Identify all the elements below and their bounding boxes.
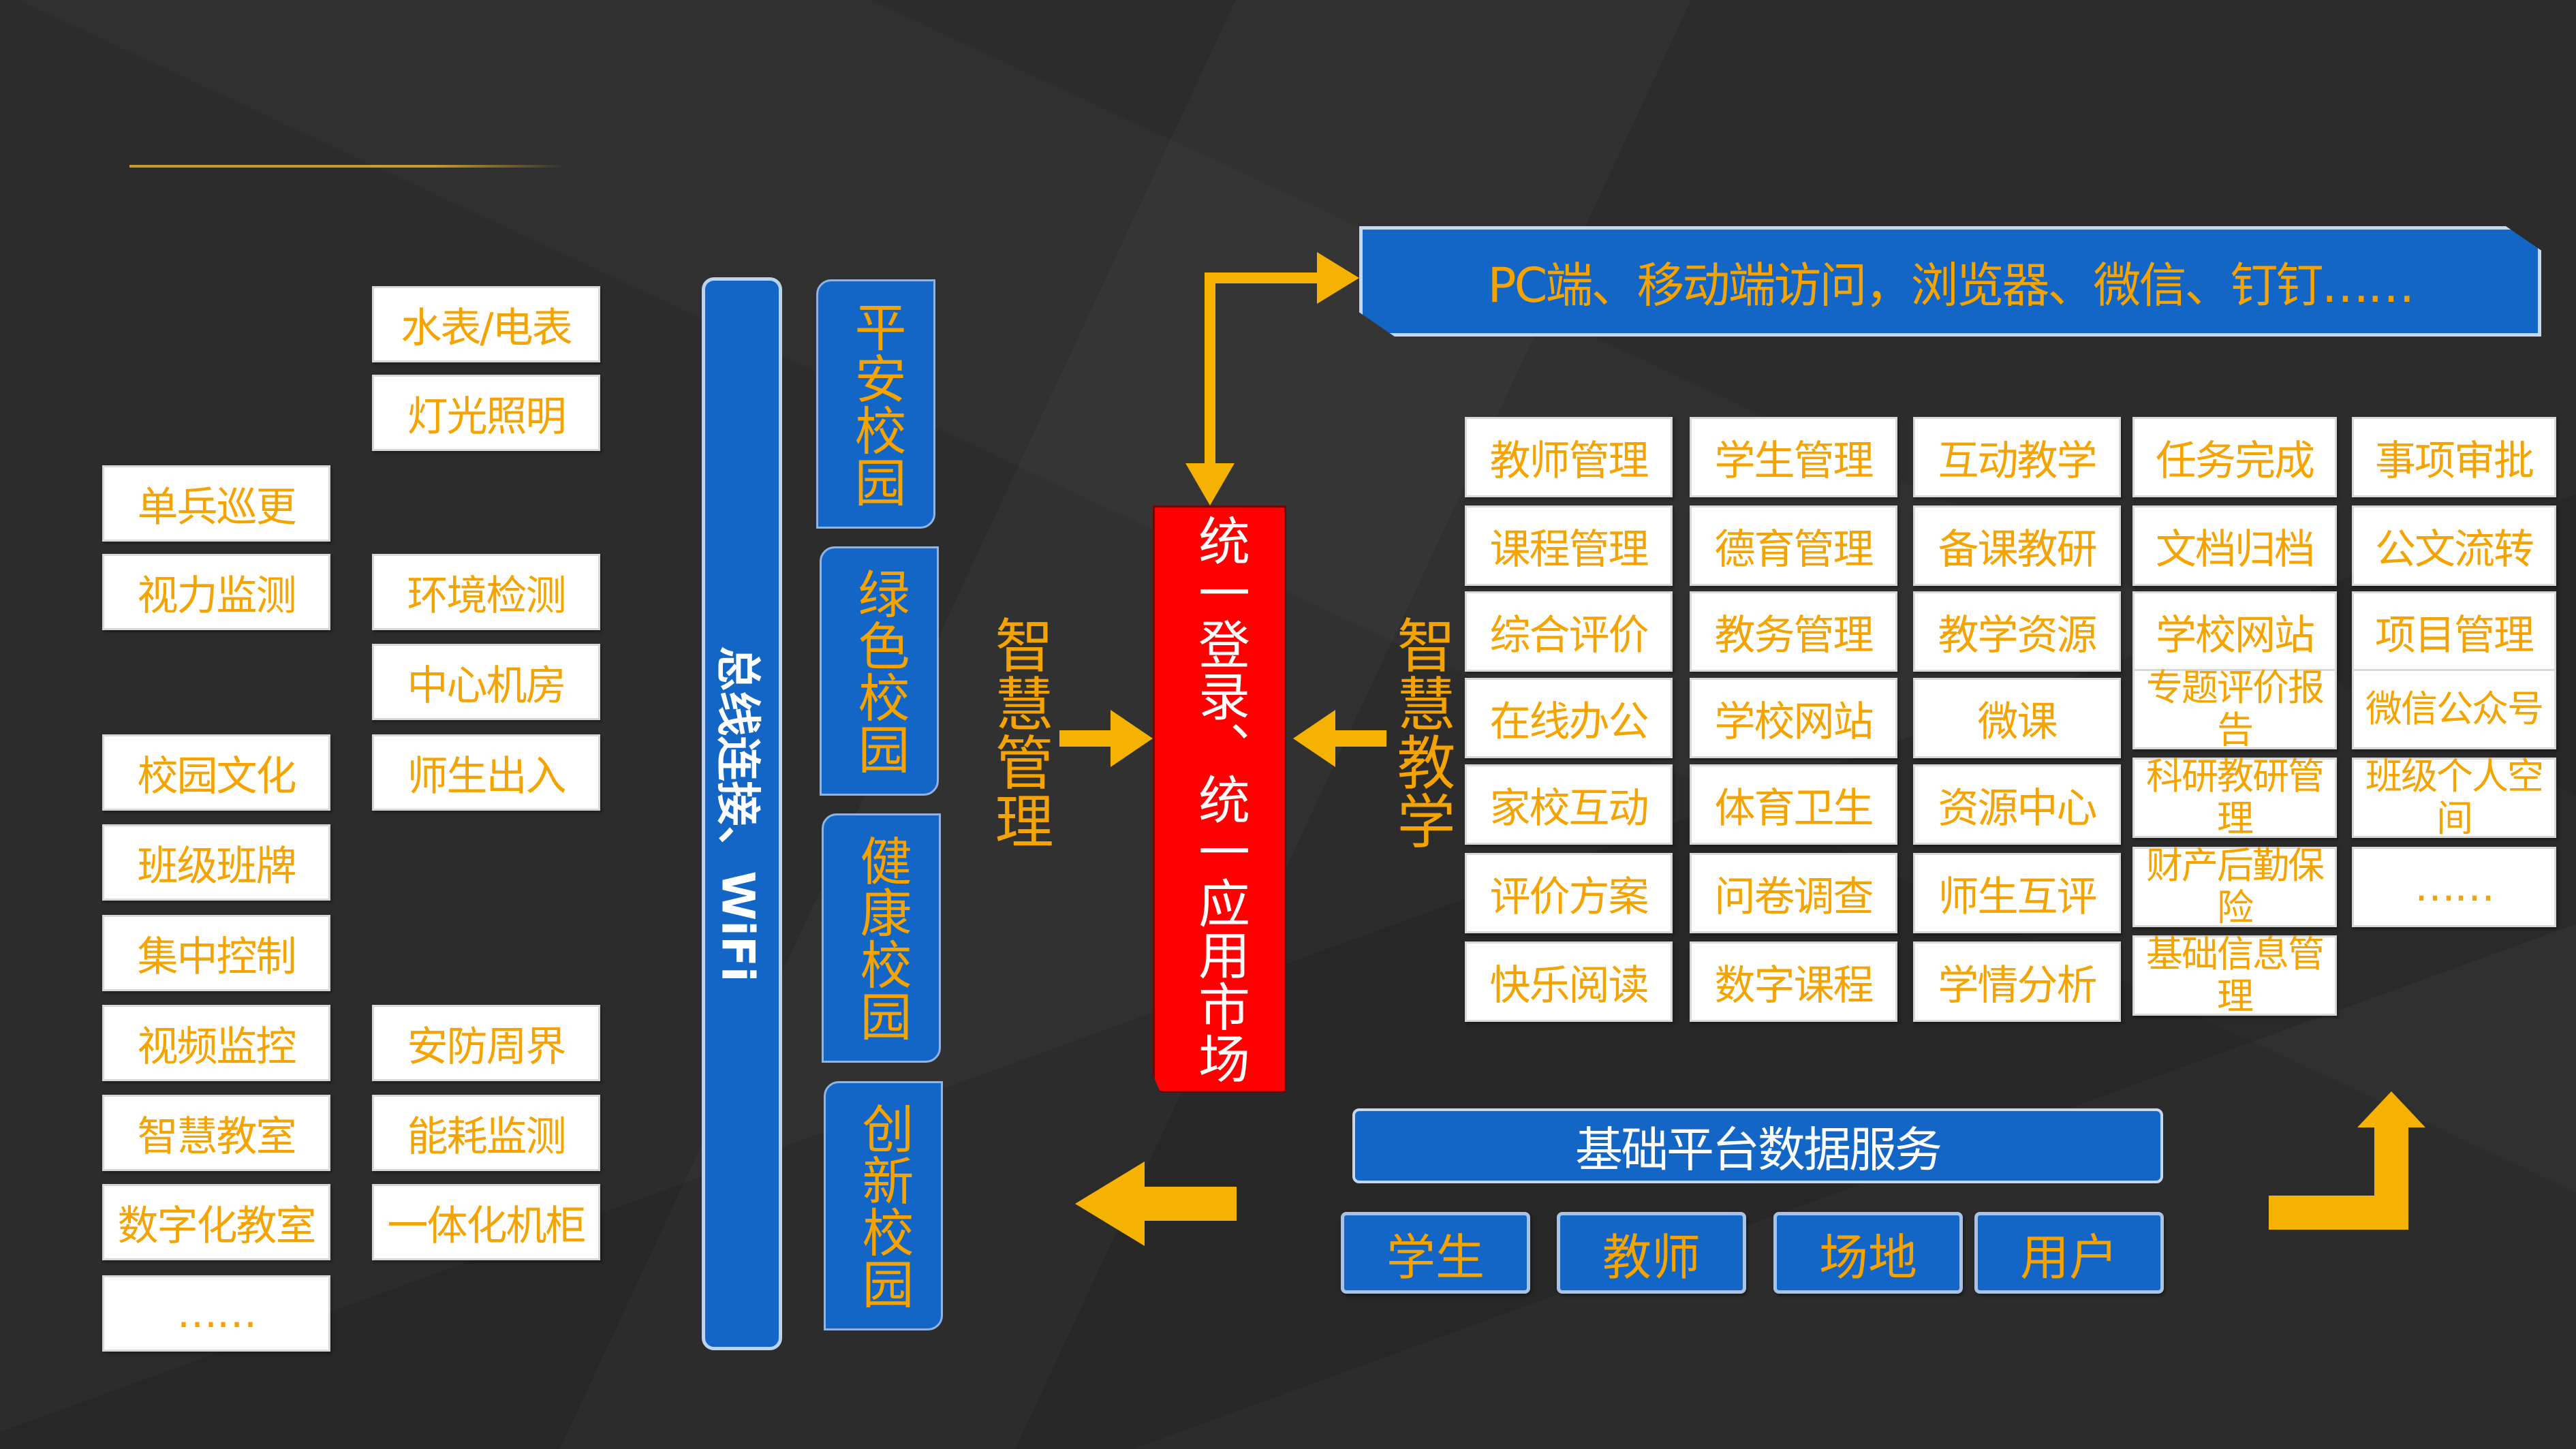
device-box: 灯光照明 (372, 375, 600, 451)
device-box: 中心机房 (372, 644, 600, 720)
device-box: 师生出入 (372, 734, 600, 811)
app-tile[interactable]: …… (2352, 847, 2556, 927)
smart-management-label: 智慧管理 (984, 615, 1053, 850)
decorative-line (129, 165, 565, 168)
app-tile[interactable]: 事项审批 (2352, 417, 2556, 497)
device-box: 数字化教室 (102, 1184, 330, 1260)
entity-box[interactable]: 教师 (1557, 1212, 1746, 1294)
device-box: 视力监测 (102, 554, 330, 630)
device-box: 能耗监测 (372, 1095, 600, 1171)
access-banner: PC端、移动端访问，浏览器、微信、钉钉…… (1359, 226, 2541, 337)
entity-box[interactable]: 学生 (1341, 1212, 1530, 1294)
app-tile[interactable]: 微信公众号 (2352, 669, 2556, 749)
app-tile[interactable]: 在线办公 (1465, 678, 1673, 758)
unified-login-label: 统一登录、统一应用市场 (1190, 514, 1250, 1084)
campus-green: 绿色校园 (820, 546, 939, 796)
app-tile[interactable]: 公文流转 (2352, 505, 2556, 586)
device-box: 单兵巡更 (102, 465, 330, 542)
device-box: 一体化机柜 (372, 1184, 600, 1260)
campus-safe: 平安校园 (816, 279, 935, 529)
right-arrow-icon (1059, 710, 1153, 767)
app-tile[interactable]: 科研教研管理 (2132, 755, 2337, 840)
app-tile[interactable]: 备课教研 (1913, 505, 2121, 586)
app-tile[interactable]: 财产后勤保险 (2132, 845, 2337, 929)
app-tile[interactable]: 教学资源 (1913, 591, 2121, 672)
app-tile[interactable]: 体育卫生 (1690, 764, 1897, 845)
app-tile[interactable]: 专题评价报告 (2132, 667, 2337, 751)
unified-login-box[interactable]: 统一登录、统一应用市场 (1153, 505, 1286, 1093)
app-tile[interactable]: 互动教学 (1913, 417, 2121, 497)
up-right-arrow-icon (1185, 252, 1359, 505)
app-tile[interactable]: 资源中心 (1913, 764, 2121, 845)
app-tile[interactable]: 教师管理 (1465, 417, 1673, 497)
device-box: 安防周界 (372, 1005, 600, 1081)
app-tile[interactable]: 微课 (1913, 678, 2121, 758)
app-tile[interactable]: 基础信息管理 (2132, 933, 2337, 1018)
app-tile[interactable]: 综合评价 (1465, 591, 1673, 672)
device-box: 环境检测 (372, 554, 600, 630)
app-tile[interactable]: 学生管理 (1690, 417, 1897, 497)
platform-data-service: 基础平台数据服务 (1352, 1108, 2163, 1183)
device-box: 视频监控 (102, 1005, 330, 1081)
app-tile[interactable]: 问卷调查 (1690, 853, 1897, 933)
device-box: …… (102, 1275, 330, 1352)
app-tile[interactable]: 数字课程 (1690, 941, 1897, 1022)
app-tile[interactable]: 学校网站 (1690, 678, 1897, 758)
app-tile[interactable]: 学情分析 (1913, 941, 2121, 1022)
entity-box[interactable]: 用户 (1974, 1212, 2164, 1294)
app-tile[interactable]: 评价方案 (1465, 853, 1673, 933)
app-tile[interactable]: 任务完成 (2132, 417, 2337, 497)
campus-innovation: 创新校园 (824, 1081, 943, 1330)
app-tile[interactable]: 师生互评 (1913, 853, 2121, 933)
bus-connection-bar: 总线连接、WiFi (702, 277, 782, 1350)
device-box: 水表/电表 (372, 286, 600, 362)
app-tile[interactable]: 课程管理 (1465, 505, 1673, 586)
device-box: 班级班牌 (102, 824, 330, 901)
app-tile[interactable]: 德育管理 (1690, 505, 1897, 586)
entity-box[interactable]: 场地 (1773, 1212, 1963, 1294)
device-box: 校园文化 (102, 734, 330, 811)
device-box: 智慧教室 (102, 1095, 330, 1171)
big-left-arrow-icon (1075, 1162, 1237, 1246)
campus-health: 健康校园 (822, 813, 941, 1063)
app-tile[interactable]: 文档归档 (2132, 505, 2337, 586)
app-tile[interactable]: 家校互动 (1465, 764, 1673, 845)
smart-teaching-label: 智慧教学 (1386, 615, 1455, 850)
corner-up-arrow-icon (2269, 1091, 2425, 1230)
app-tile[interactable]: 教务管理 (1690, 591, 1897, 672)
left-arrow-icon (1293, 710, 1386, 767)
device-box: 集中控制 (102, 915, 330, 991)
app-tile[interactable]: 快乐阅读 (1465, 941, 1673, 1022)
app-tile[interactable]: 班级个人空间 (2352, 755, 2556, 840)
app-tile[interactable]: 学校网站 (2132, 591, 2337, 672)
